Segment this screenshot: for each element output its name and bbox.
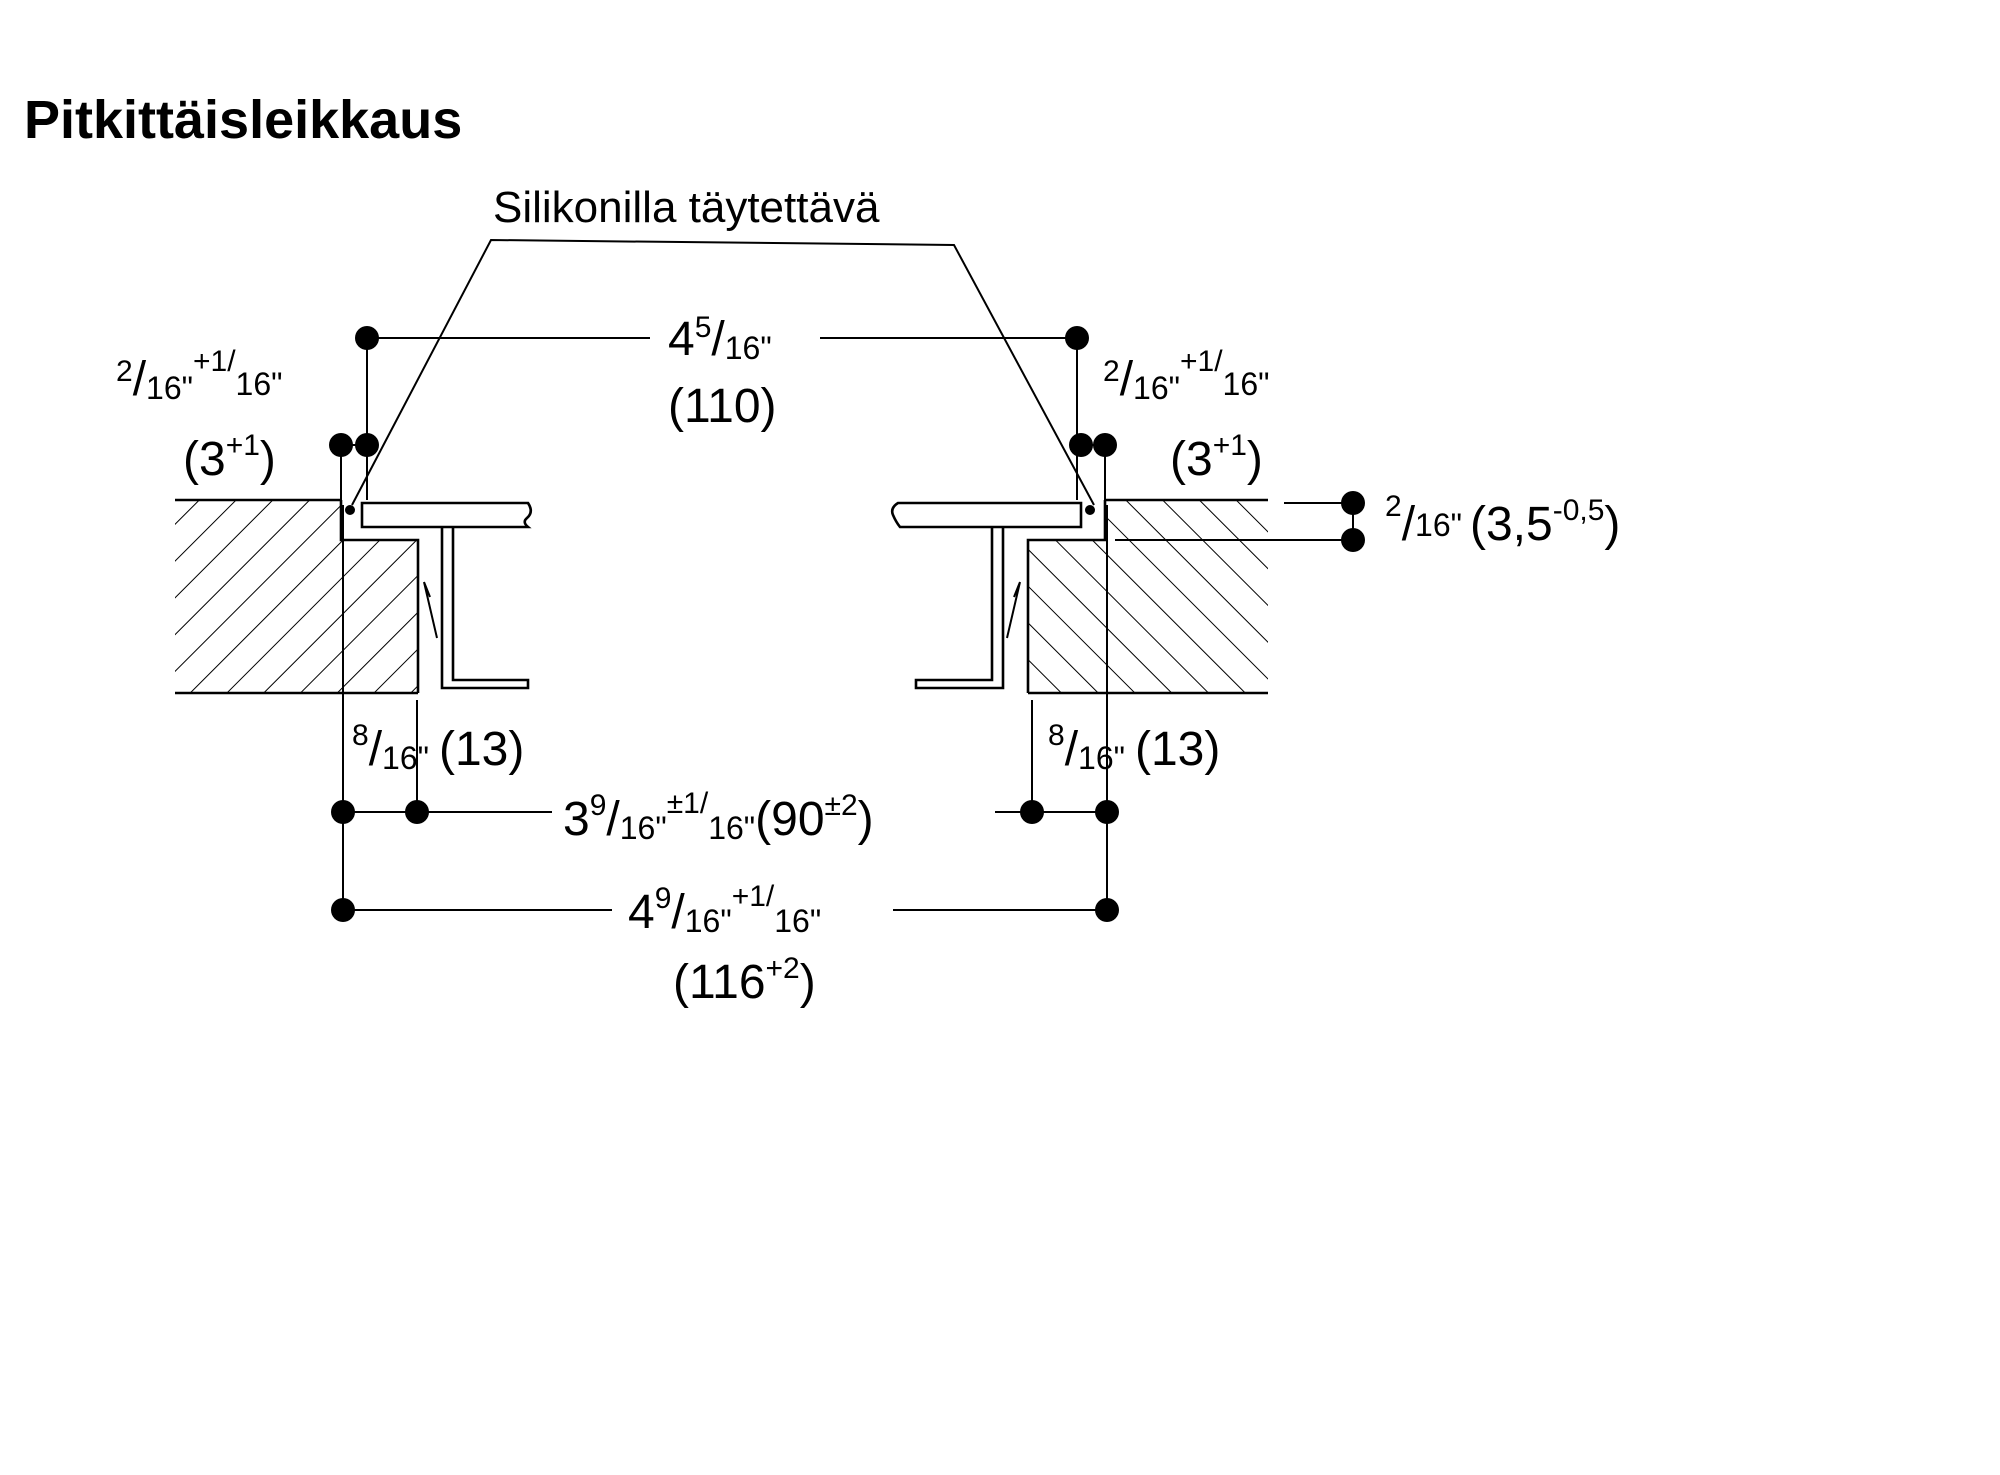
callout-label: Silikonilla täytettävä <box>493 183 880 232</box>
page-title: Pitkittäisleikkaus <box>24 90 462 150</box>
left-worktop <box>175 498 420 695</box>
svg-text:8/16"(13): 8/16"(13) <box>1048 719 1220 776</box>
dimension-markers <box>329 326 1365 922</box>
dim-height: 2/16"(3,5-0,5) <box>1385 490 1620 551</box>
dim-left-gap: 2/16"+1/16" (3+1) <box>116 345 283 486</box>
svg-text:2/16"+1/16": 2/16"+1/16" <box>1103 345 1270 406</box>
dim-right-gap: 2/16"+1/16" (3+1) <box>1103 345 1270 486</box>
dim-right-support: 8/16"(13) <box>1048 719 1220 776</box>
dim-left-support: 8/16"(13) <box>352 719 524 776</box>
silicone-point-left <box>345 505 355 515</box>
dim-inner-width: 39/16"±1/16"(90±2) <box>563 787 874 846</box>
right-worktop <box>1026 498 1268 695</box>
svg-text:45/16": 45/16" <box>668 311 772 366</box>
svg-text:(116+2): (116+2) <box>673 952 816 1009</box>
right-hob-profile <box>890 501 1083 690</box>
left-hob-profile <box>360 501 533 690</box>
svg-text:49/16"+1/16": 49/16"+1/16" <box>628 880 821 939</box>
silicone-point-right <box>1085 505 1095 515</box>
callout-leader <box>351 238 1095 506</box>
svg-text:2/16"+1/16": 2/16"+1/16" <box>116 345 283 406</box>
dim-cutout-width: 49/16"+1/16" (116+2) <box>628 880 821 1009</box>
dim-top-width: 45/16" (110) <box>668 311 777 433</box>
svg-text:8/16"(13): 8/16"(13) <box>352 719 524 776</box>
svg-text:(3+1): (3+1) <box>1170 429 1263 486</box>
svg-text:2/16"(3,5-0,5): 2/16"(3,5-0,5) <box>1385 490 1620 551</box>
svg-text:(110): (110) <box>668 380 777 433</box>
svg-text:(3+1): (3+1) <box>183 429 276 486</box>
svg-text:39/16"±1/16"(90±2): 39/16"±1/16"(90±2) <box>563 787 874 846</box>
dimension-lines <box>340 337 1354 911</box>
